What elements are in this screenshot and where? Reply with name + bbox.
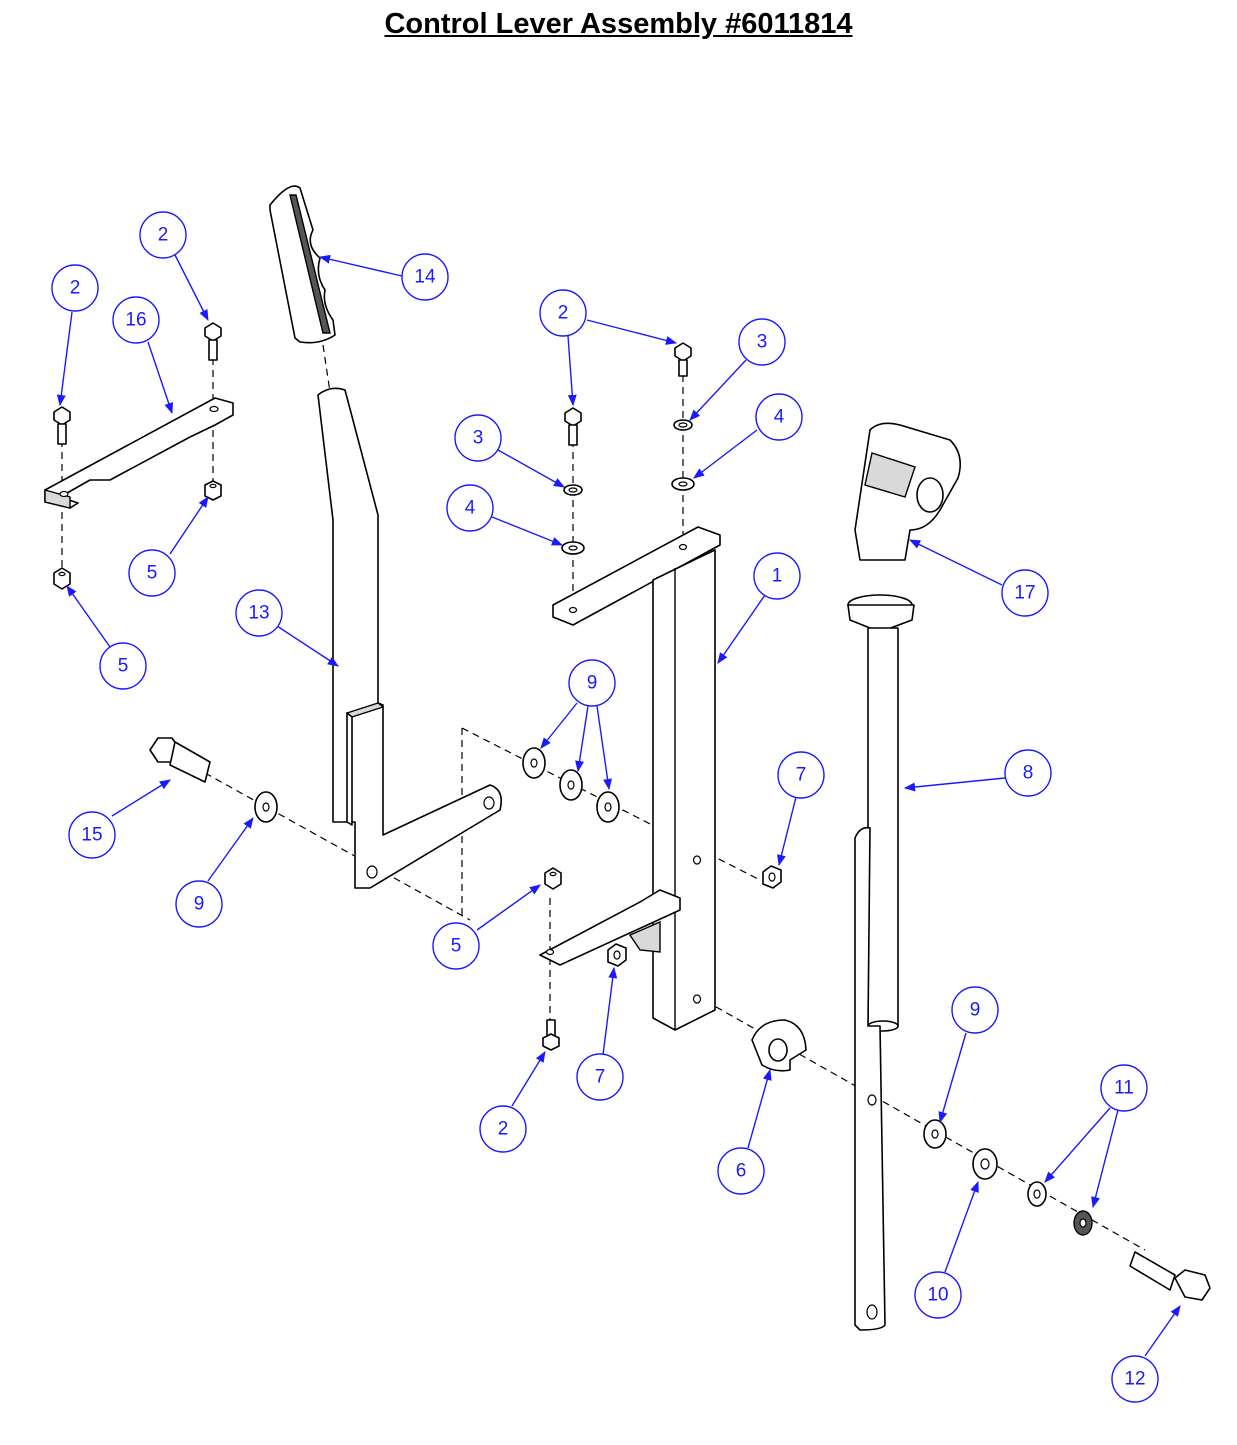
callout-bubbles [51,211,1181,1403]
washer-4-a [561,541,585,555]
callout-label: 13 [248,603,269,624]
callout-label: 5 [118,656,129,677]
callout-label: 16 [125,310,146,331]
nut-5-a [204,480,222,501]
bolt-2-c [564,407,582,446]
washer-3-a [563,484,583,496]
lockwasher-11-b [1073,1210,1093,1236]
callout-label: 2 [158,225,169,246]
washer-9-e [923,1119,947,1149]
part-6-cam [751,1019,807,1072]
bolt-2-d [674,342,692,377]
callout-label: 12 [1124,1369,1145,1390]
washer-9-d [596,791,620,823]
nut-5-b [53,567,71,590]
callout-label: 2 [498,1119,509,1140]
callout-label: 9 [194,894,205,915]
nut-7-b [607,943,627,967]
bolt-2-e [542,1019,560,1051]
part-17-handle [847,422,961,633]
washer-9-b [522,747,546,779]
callout-label: 3 [473,428,484,449]
part-13-lever [317,387,503,889]
washer-9-c [559,769,583,801]
part-14-grip [269,185,336,344]
part-8-tube [867,627,899,1032]
callout-label: 15 [81,825,102,846]
callout-label: 9 [587,673,598,694]
washer-9-a [254,791,278,823]
part-1-bracket [539,526,721,1031]
nut-5-c [544,867,562,890]
callout-label: 10 [927,1285,948,1306]
callout-label: 1 [772,566,783,587]
callout-label: 4 [774,407,785,428]
callout-label: 7 [595,1067,606,1088]
part-15-bolt [149,737,211,783]
callout-label: 11 [1114,1078,1134,1099]
callout-label: 5 [451,936,462,957]
callout-label: 8 [1023,763,1034,784]
washer-10 [972,1148,998,1180]
part-12-bolt [1129,1251,1211,1301]
part-16-plate [44,397,234,509]
callout-label: 14 [414,267,436,288]
callout-label: 7 [796,765,807,786]
callout-label: 4 [465,498,476,519]
callout-label: 9 [970,1000,981,1021]
washer-4-b [671,477,695,491]
callout-labels: 2 2 16 14 2 3 3 4 4 5 5 13 1 17 9 7 8 15… [70,225,1146,1390]
washer-11-a [1027,1181,1047,1207]
bolt-2-a [53,406,71,445]
callout-label: 2 [558,303,569,324]
part-8-bar [854,826,886,1331]
callout-label: 17 [1014,583,1035,604]
nut-7-a [762,865,782,889]
callout-label: 2 [70,278,81,299]
callout-label: 6 [736,1161,747,1182]
callout-label: 5 [147,563,158,584]
callout-label: 3 [757,332,768,353]
bolt-2-b [204,322,222,361]
diagram-title: Control Lever Assembly #6011814 [384,8,853,40]
washer-3-b [673,419,693,431]
